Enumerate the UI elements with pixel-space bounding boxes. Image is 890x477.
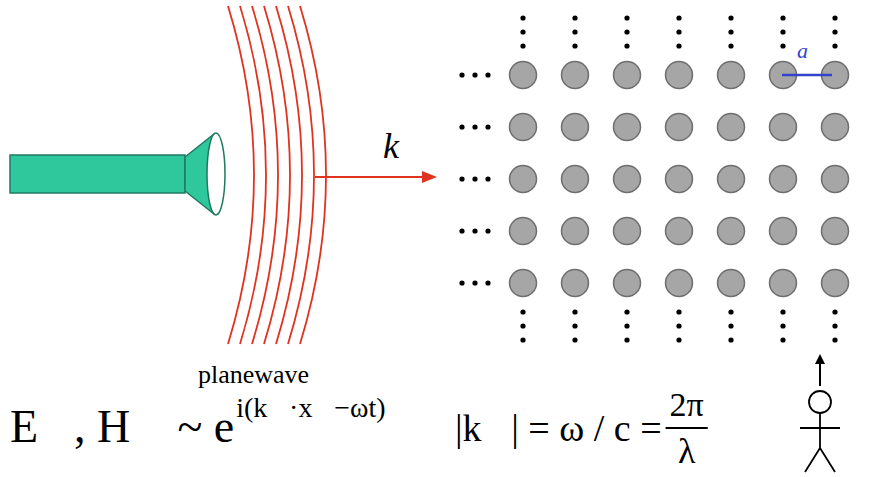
stick-figure — [800, 391, 840, 472]
label: i(k⃗·x⃗−ωt) — [236, 394, 385, 422]
k-arrow — [315, 176, 425, 178]
label: k⃗ — [383, 128, 427, 164]
observer-arrowhead — [815, 354, 825, 364]
observer-arrow — [819, 362, 821, 386]
label: λ — [678, 433, 695, 469]
lattice — [459, 15, 848, 342]
antenna-body — [10, 155, 185, 193]
label: 2π — [670, 388, 704, 422]
label: |k⃗| = ω / c = — [455, 409, 662, 447]
fraction-bar — [666, 427, 708, 429]
label: a — [797, 40, 808, 62]
lattice-constant-line — [782, 74, 832, 77]
k-arrowhead — [422, 171, 437, 183]
label: E⃗, H⃗ ~ e — [10, 404, 234, 450]
antenna-mouth — [207, 133, 225, 215]
label: planewave — [198, 362, 309, 388]
wavefronts — [228, 6, 326, 344]
